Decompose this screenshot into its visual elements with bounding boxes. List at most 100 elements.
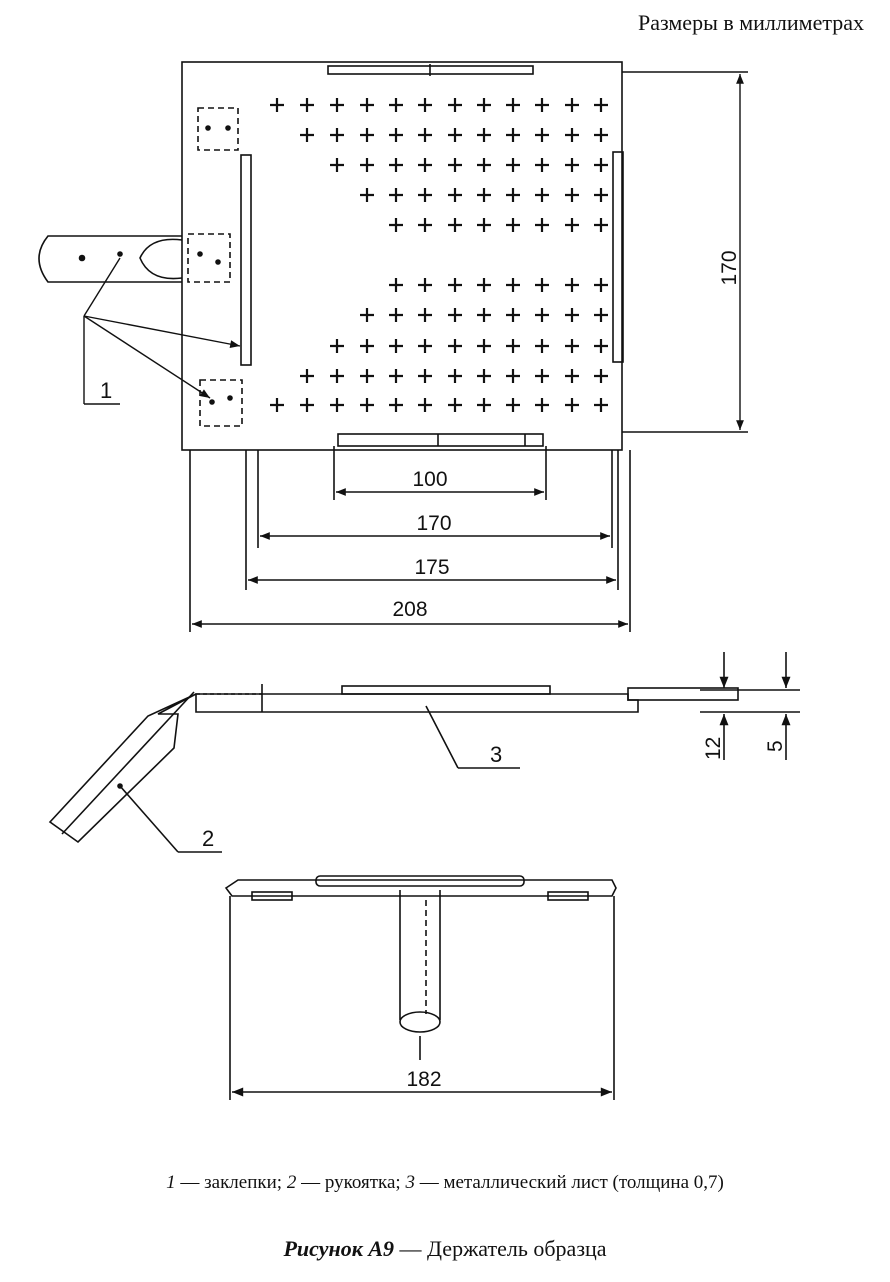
perforation-hole: [330, 98, 344, 112]
perforation-hole: [330, 398, 344, 412]
perforation-hole: [300, 98, 314, 112]
perforation-hole: [477, 398, 491, 412]
perforation-hole: [565, 308, 579, 322]
perforation-hole: [448, 218, 462, 232]
perforation-hole: [506, 158, 520, 172]
perforation-hole: [448, 188, 462, 202]
perforation-hole: [565, 158, 579, 172]
perforation-hole: [594, 308, 608, 322]
perforation-hole: [535, 128, 549, 142]
perforation-hole: [565, 369, 579, 383]
perforation-hole: [448, 398, 462, 412]
rivet-leaders: [83, 257, 241, 405]
perforation-hole: [535, 158, 549, 172]
perforation-hole: [477, 369, 491, 383]
perforation-hole: [535, 398, 549, 412]
legend-text-3: металлический лист (толщина 0,7): [443, 1172, 724, 1193]
perforation-hole: [594, 398, 608, 412]
rivet-box-bottom: [199, 379, 243, 427]
legend-num-2: 2: [286, 1172, 297, 1193]
perforation-hole: [594, 188, 608, 202]
legend-num-1: 1: [166, 1172, 176, 1193]
front-plate: [224, 879, 617, 897]
perforation-hole: [506, 369, 520, 383]
dim-label-total: 208: [392, 598, 427, 621]
perforation-hole: [389, 398, 403, 412]
perforation-hole: [477, 128, 491, 142]
perforation-hole: [565, 398, 579, 412]
side-handle: [48, 693, 197, 844]
perforation-hole: [300, 398, 314, 412]
front-handle: [399, 890, 441, 1020]
perforation-hole: [448, 128, 462, 142]
legend-num-3: 3: [405, 1172, 415, 1193]
legend: 1 — заклепки; 2 — рукоятка; 3 — металлич…: [166, 1172, 724, 1193]
perforation-hole: [360, 188, 374, 202]
leader-label-handle: 2: [202, 826, 214, 851]
perforation-hole: [389, 339, 403, 353]
perforation-hole: [360, 128, 374, 142]
perforation-hole: [418, 98, 432, 112]
dim-top-height: [622, 71, 748, 433]
perforation-hole: [594, 98, 608, 112]
perforation-hole: [448, 339, 462, 353]
perforation-hole: [506, 188, 520, 202]
rivet-box-top: [197, 107, 239, 151]
perforation-hole: [565, 188, 579, 202]
perforation-hole: [506, 128, 520, 142]
perforation-hole: [448, 308, 462, 322]
perforation-hole: [448, 369, 462, 383]
perforation-hole: [594, 158, 608, 172]
plate-outline: [181, 61, 623, 451]
perforation-hole: [330, 128, 344, 142]
perforation-hole: [270, 398, 284, 412]
perforation-hole: [506, 398, 520, 412]
perforation-hole: [565, 278, 579, 292]
perforation-hole: [535, 308, 549, 322]
perforation-hole: [477, 188, 491, 202]
perforation-hole: [418, 188, 432, 202]
perforation-hole: [389, 369, 403, 383]
perforation-hole: [330, 339, 344, 353]
handle-stub: [38, 235, 183, 283]
perforation-hole: [330, 158, 344, 172]
perforation-hole: [270, 98, 284, 112]
perforation-hole: [506, 339, 520, 353]
dim-label-side-total: 12: [702, 737, 725, 760]
perforation-hole: [535, 218, 549, 232]
front-view: [224, 875, 617, 1100]
perforation-hole: [448, 158, 462, 172]
perforation-hole: [418, 158, 432, 172]
perforation-hole: [360, 98, 374, 112]
perforation-hole: [594, 369, 608, 383]
perforation-hole: [360, 308, 374, 322]
perforation-hole: [389, 218, 403, 232]
perforation-hole: [477, 339, 491, 353]
perforation-hole: [594, 339, 608, 353]
leader-label-rivets: 1: [100, 378, 112, 403]
leader-label-sheet: 3: [490, 742, 502, 767]
perforation-hole: [477, 98, 491, 112]
perforation-hole: [300, 369, 314, 383]
perforation-hole: [360, 398, 374, 412]
perforation-hole: [389, 128, 403, 142]
perforation-hole: [477, 308, 491, 322]
perforation-hole: [330, 369, 344, 383]
perforation-hole: [360, 369, 374, 383]
perforation-hole: [389, 158, 403, 172]
dim-label-front-width: 182: [406, 1068, 441, 1091]
perforation-hole: [535, 278, 549, 292]
perforation-hole: [418, 218, 432, 232]
legend-text-2: рукоятка: [324, 1172, 396, 1193]
perforation-hole: [389, 98, 403, 112]
perforation-hole: [565, 218, 579, 232]
perforation-hole: [360, 158, 374, 172]
perforation-hole: [389, 308, 403, 322]
dim-label-rail: 175: [414, 556, 449, 579]
perforation-hole: [418, 128, 432, 142]
perforation-hole: [594, 278, 608, 292]
perforation-hole: [506, 308, 520, 322]
perforation-grid: [270, 98, 608, 412]
side-view: [48, 652, 800, 853]
top-view: [38, 61, 631, 632]
